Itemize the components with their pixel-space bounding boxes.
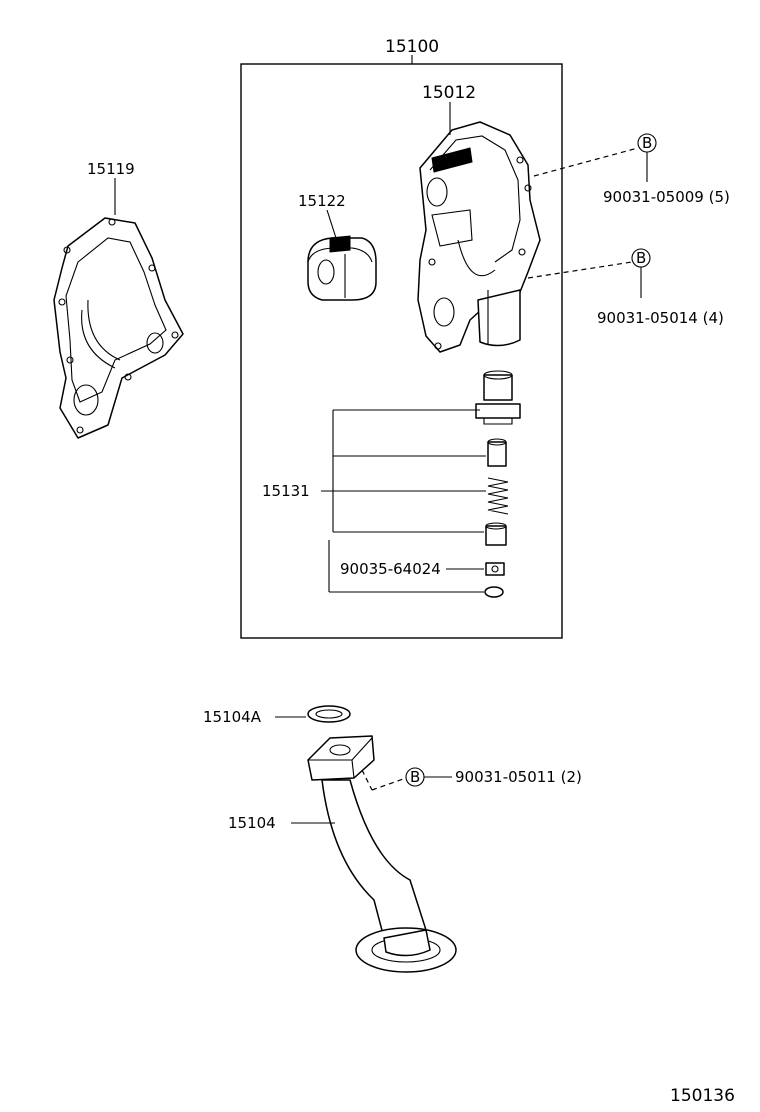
relief-valve-retainer [485, 522, 507, 546]
relief-valve-plug [475, 370, 521, 425]
label-90031-05014: 90031-05014 (4) [597, 309, 724, 327]
assembly-frame [240, 63, 563, 639]
label-15100: 15100 [385, 37, 439, 57]
relief-valve-nut [485, 562, 505, 576]
label-15122: 15122 [298, 192, 346, 210]
relief-valve-piston [487, 438, 507, 467]
label-90031-05011: 90031-05011 (2) [455, 768, 582, 786]
relief-valve-spring [487, 477, 509, 515]
label-15131: 15131 [262, 482, 310, 500]
label-15119: 15119 [87, 160, 135, 178]
label-15012: 15012 [422, 83, 476, 103]
oil-strainer-15104 [307, 735, 457, 973]
leader-15122 [326, 209, 337, 239]
drawing-number: 150136 [670, 1086, 735, 1106]
gasket-15119 [53, 217, 184, 439]
rotor-15122 [307, 235, 377, 301]
marker-b3-letter: B [410, 768, 420, 786]
dash-b3b [371, 777, 407, 791]
label-15104a: 15104A [203, 708, 262, 726]
label-15104: 15104 [228, 814, 276, 832]
label-90031-05009: 90031-05009 (5) [603, 188, 730, 206]
marker-b2-letter: B [636, 249, 646, 267]
strainer-gasket-15104a [307, 705, 351, 723]
marker-b1-letter: B [642, 134, 652, 152]
dash-b3 [361, 769, 373, 791]
label-90035-64024: 90035-64024 [340, 560, 441, 578]
relief-valve-snap-ring [484, 586, 504, 598]
dash-b2 [527, 261, 633, 279]
pump-body-15012 [417, 121, 541, 353]
dash-b1 [533, 147, 639, 177]
